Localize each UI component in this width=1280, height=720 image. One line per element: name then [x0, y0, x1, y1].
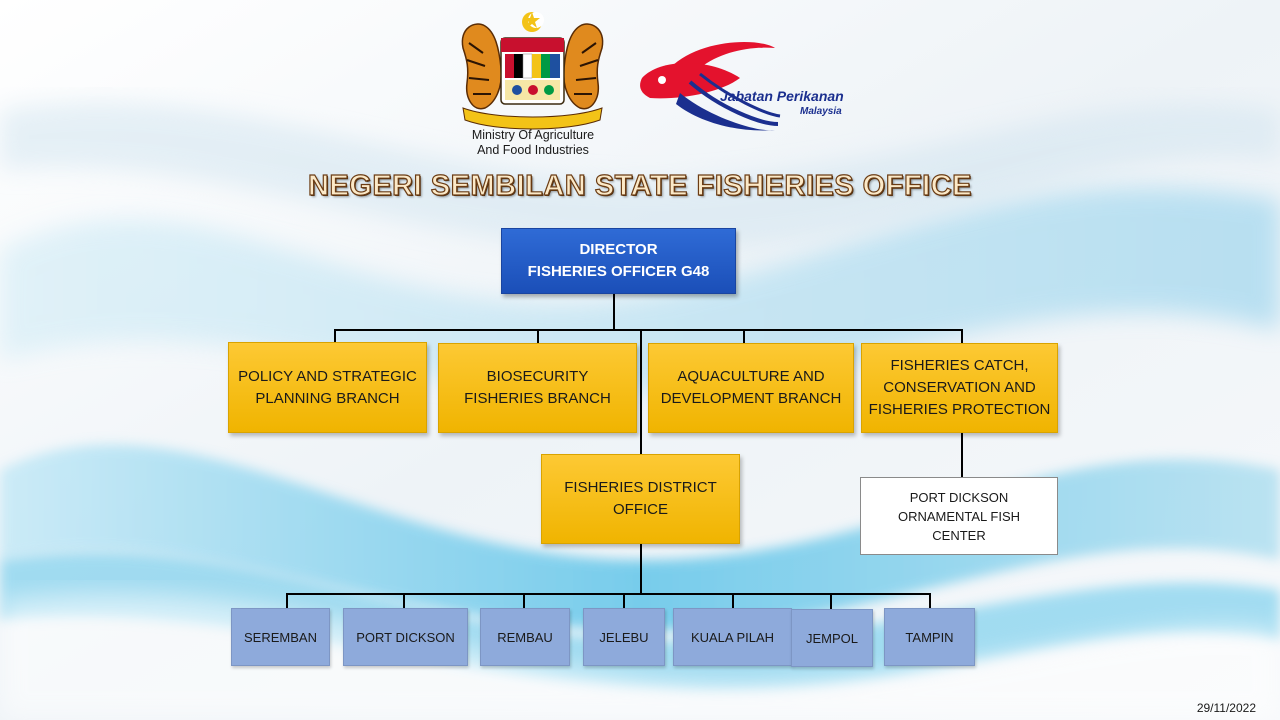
malaysia-coat-of-arms-icon: [461, 12, 604, 130]
branch-label-line: BIOSECURITY: [486, 368, 589, 385]
branch-fisheries-catch-conservation: FISHERIES CATCH, CONSERVATION AND FISHER…: [861, 343, 1058, 433]
connector-sub-unit: [961, 433, 963, 477]
fisheries-district-office: FISHERIES DISTRICT OFFICE: [541, 454, 740, 544]
connector-branch-4: [961, 329, 963, 343]
connector-district-1: [286, 593, 288, 608]
port-dickson-ornamental-fish-center: PORT DICKSON ORNAMENTAL FISH CENTER: [860, 477, 1058, 555]
ministry-name-line1: Ministry Of Agriculture: [471, 128, 595, 142]
sub-unit-label-line: ORNAMENTAL FISH: [897, 508, 1021, 524]
branch-label-line: FISHERIES PROTECTION: [868, 401, 1051, 418]
district-kuala-pilah: KUALA PILAH: [673, 608, 792, 666]
district-jelebu: JELEBU: [583, 608, 665, 666]
branch-label-line: FISHERIES CATCH,: [890, 357, 1029, 374]
branch-label-line: AQUACULTURE AND: [677, 368, 825, 385]
connector-districts-down: [640, 544, 642, 594]
connector-director-down: [613, 294, 615, 330]
page-title: NEGERI SEMBILAN STATE FISHERIES OFFICE: [307, 169, 973, 202]
branch-aquaculture-development: AQUACULTURE AND DEVELOPMENT BRANCH: [648, 343, 854, 433]
director-title: DIRECTOR: [579, 241, 658, 258]
district-tampin: TAMPIN: [884, 608, 975, 666]
connector-branch-2: [537, 329, 539, 343]
connector-district-5: [732, 593, 734, 608]
branch-label-line: DEVELOPMENT BRANCH: [660, 390, 842, 407]
district-jempol: JEMPOL: [791, 609, 873, 667]
slide-date: 29/11/2022: [1196, 701, 1256, 715]
director-box: DIRECTOR FISHERIES OFFICER G48: [501, 228, 736, 294]
ministry-name: Ministry Of Agriculture And Food Industr…: [440, 128, 626, 158]
district-seremban: SEREMBAN: [231, 608, 330, 666]
director-grade: FISHERIES OFFICER G48: [527, 263, 710, 280]
connector-district-4: [623, 593, 625, 608]
connector-district-3: [523, 593, 525, 608]
connector-district-office: [640, 329, 642, 454]
branch-policy-strategic-planning: POLICY AND STRATEGIC PLANNING BRANCH: [228, 342, 427, 433]
jabatan-perikanan-fish-logo-icon: Jabatan Perikanan Malaysia: [640, 42, 844, 131]
connector-branch-1: [334, 329, 336, 342]
sub-unit-label-line: CENTER: [932, 527, 986, 543]
branch-biosecurity: BIOSECURITY FISHERIES BRANCH: [438, 343, 637, 433]
branch-label-line: CONSERVATION AND: [883, 379, 1036, 396]
department-logo-text: Jabatan Perikanan: [720, 88, 844, 104]
district-rembau: REMBAU: [480, 608, 570, 666]
connector-district-2: [403, 593, 405, 608]
connector-district-6: [830, 593, 832, 609]
district-port-dickson: PORT DICKSON: [343, 608, 468, 666]
connector-districts-bar: [286, 593, 931, 595]
branch-label-line: PLANNING BRANCH: [255, 389, 400, 407]
sub-unit-label-line: PORT DICKSON: [909, 489, 1009, 505]
connector-district-7: [929, 593, 931, 608]
district-office-label-line: FISHERIES DISTRICT: [564, 479, 717, 496]
connector-branch-bar: [334, 329, 962, 331]
department-logo-subtext: Malaysia: [800, 106, 842, 117]
connector-branch-3: [743, 329, 745, 343]
district-office-label-line: OFFICE: [613, 501, 668, 518]
branch-label-line: POLICY AND STRATEGIC: [238, 367, 417, 385]
branch-label-line: FISHERIES BRANCH: [464, 390, 611, 407]
ministry-name-line2: And Food Industries: [477, 143, 589, 157]
